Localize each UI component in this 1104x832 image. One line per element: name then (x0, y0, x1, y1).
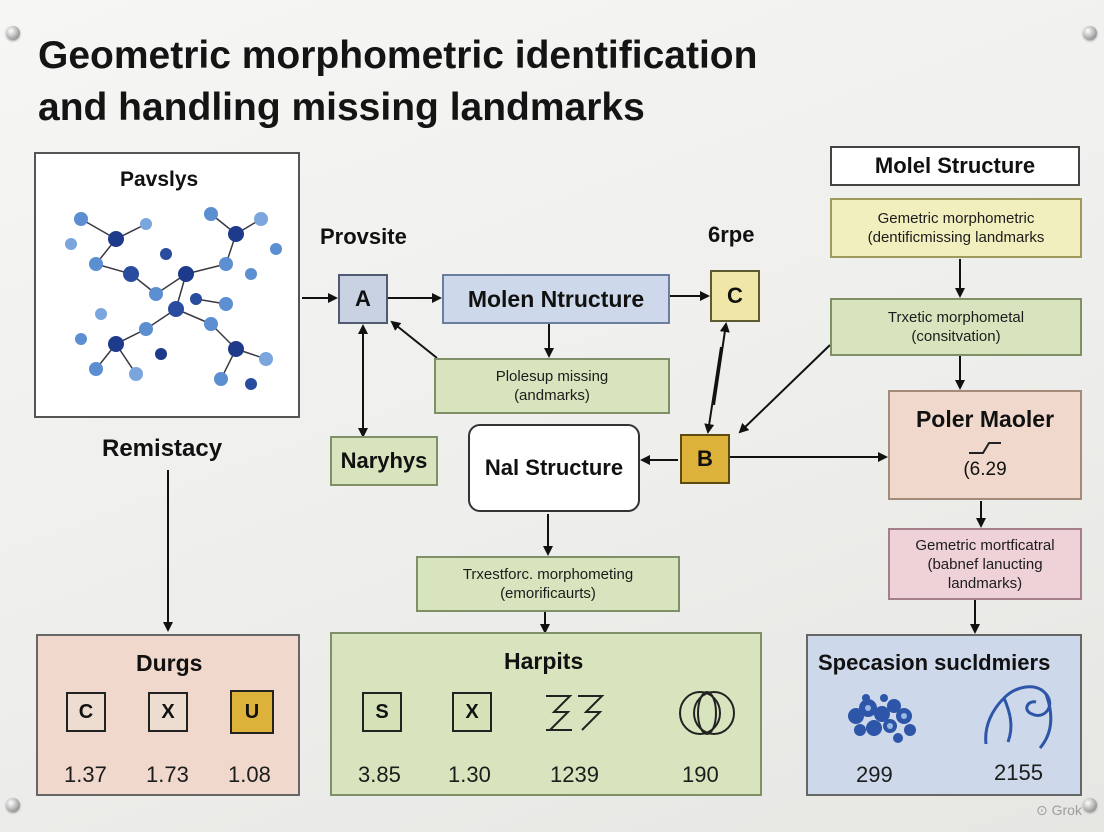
pin (6, 26, 20, 40)
node-text: (andmarks) (514, 387, 590, 404)
harpits-panel: Harpits S X 3.85 1.30 1239 190 (330, 632, 762, 796)
node-poler-maoler: Poler Maoler (6.29 (888, 390, 1082, 500)
node-c: C (710, 270, 760, 322)
node-a: A (338, 274, 388, 324)
durgs-item: U (230, 690, 274, 734)
arrow (738, 344, 831, 434)
node-text: (dentificmissing landmarks (867, 229, 1045, 246)
molecule-image-panel (34, 152, 300, 418)
node-text: Gemetric morphometric (877, 210, 1035, 227)
protein-blob-icon (848, 694, 916, 743)
durgs-value: 1.37 (64, 762, 107, 787)
node-text: (emorificaurts) (500, 585, 596, 602)
grpe-label: 6rpe (708, 222, 755, 247)
node-text: Trxetic morphometal (887, 309, 1025, 326)
title-line-2: and handling missing landmarks (38, 86, 645, 129)
harpits-value: 1.30 (448, 762, 491, 787)
zigzag-glyph-icon (546, 695, 605, 731)
folded-chain-icon (984, 685, 1053, 749)
node-trxestforc: Trxestforc. morphometing (emorificaurts) (416, 556, 680, 612)
node-text: (consitvation) (911, 328, 1001, 345)
durgs-value: 1.73 (146, 762, 189, 787)
durgs-title: Durgs (136, 650, 203, 676)
harpits-item: X (452, 692, 492, 732)
node-b: B (680, 434, 730, 484)
arrow (713, 322, 730, 406)
node-molen-ntructure: Molen Ntructure (442, 274, 670, 324)
node-text: landmarks) (947, 574, 1023, 592)
node-nal-structure: Nal Structure (468, 424, 640, 512)
node-naryhys: Naryhys (330, 436, 438, 486)
watermark: ⊙ Grok (1036, 802, 1082, 819)
node-text: Gemetric mortficatral (915, 536, 1055, 554)
node-molel-structure: Molel Structure (830, 146, 1080, 186)
title-line-1: Geometric morphometric identification (38, 34, 758, 77)
specasion-value: 2155 (994, 760, 1043, 785)
harpits-value: 1239 (550, 762, 599, 787)
harpits-item: S (362, 692, 402, 732)
arrow (390, 320, 438, 359)
specasion-panel: Specasion sucldmiers 299 2155 (806, 634, 1082, 796)
harpits-value: 190 (682, 762, 719, 787)
watermark-icon: ⊙ (1036, 802, 1048, 818)
step-curve-icon (969, 442, 1001, 454)
durgs-item: C (66, 692, 106, 732)
pin (6, 798, 20, 812)
durgs-panel: Durgs C X U 1.37 1.73 1.08 (36, 634, 300, 796)
node-gemetric: Gemetric morphometric (dentificmissing l… (830, 198, 1082, 258)
pavslys-label: Pavslys (120, 168, 199, 191)
watermark-text: Grok (1051, 802, 1082, 818)
arrow (704, 346, 722, 434)
node-text: Trxestforc. morphometing (462, 566, 634, 583)
interlocking-rings-icon (679, 691, 735, 735)
pin (1083, 798, 1097, 812)
specasion-title: Specasion sucldmiers (818, 650, 1051, 675)
node-value: (6.29 (963, 459, 1007, 480)
provsite-label: Provsite (320, 224, 407, 249)
pin (1083, 26, 1097, 40)
atom-cluster (65, 207, 282, 390)
node-trxetic: Trxetic morphometal (consitvation) (830, 298, 1082, 356)
harpits-value: 3.85 (358, 762, 401, 787)
node-text: Plolesup missing (495, 368, 609, 385)
node-text: (babnef lanucting (927, 555, 1043, 573)
harpits-title: Harpits (504, 648, 584, 674)
molecule-illustration (65, 207, 282, 390)
durgs-item: X (148, 692, 188, 732)
node-plolesup: Plolesup missing (andmarks) (434, 358, 670, 414)
specasion-value: 299 (856, 762, 893, 787)
remistacy-label: Remistacy (102, 435, 223, 462)
node-title: Poler Maoler (915, 406, 1055, 432)
node-mortfical: Gemetric mortficatral (babnef lanucting … (888, 528, 1082, 600)
durgs-value: 1.08 (228, 762, 271, 787)
page-title: Geometric morphometric identification an… (38, 30, 1038, 134)
